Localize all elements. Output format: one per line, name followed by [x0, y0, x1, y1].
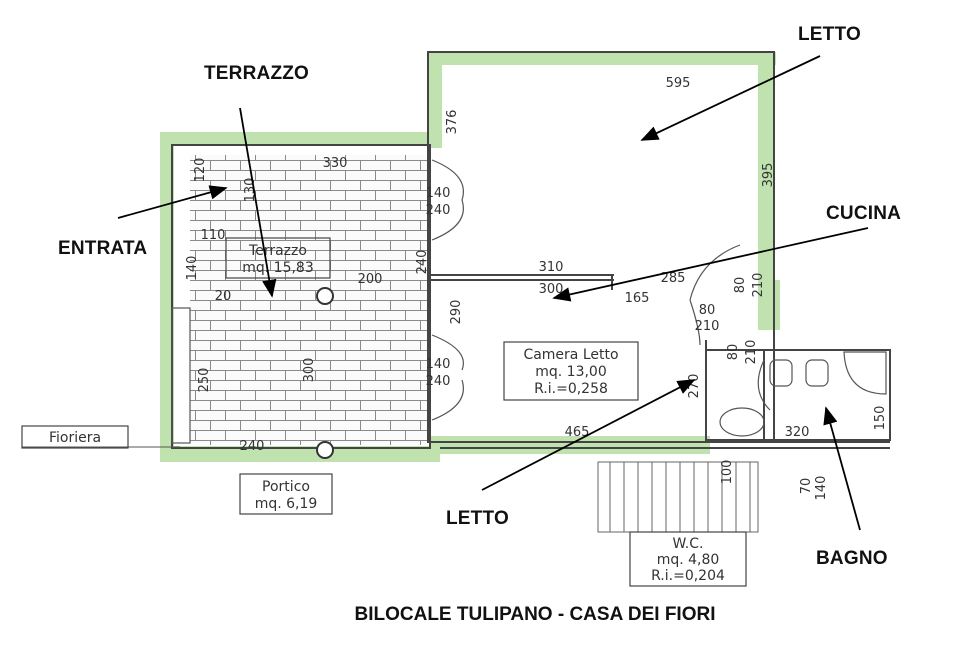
wc-box-line2: mq. 4,80 [657, 552, 720, 568]
dim-label: 240 [240, 439, 265, 454]
dim-label: 110 [201, 228, 226, 243]
portico-box-line2: mq. 6,19 [255, 496, 318, 512]
dim-label: 210 [695, 319, 720, 334]
dim-label: 270 [687, 374, 702, 399]
fioriera-box: Fioriera [21, 425, 129, 449]
portico-box-line1: Portico [262, 479, 310, 495]
dim-label: 80 [733, 277, 748, 294]
callout-entrata: ENTRATA [58, 238, 148, 259]
column [316, 441, 334, 459]
dim-label: 200 [358, 272, 383, 287]
dim-label: 240 [426, 203, 451, 218]
terrace-floor [190, 155, 430, 445]
fioriera-label: Fioriera [49, 430, 101, 446]
dim-label: 240 [415, 250, 430, 275]
bathroom-fixtures [719, 351, 887, 437]
column [316, 287, 334, 305]
callout-cucina: CUCINA [826, 203, 902, 224]
dim-label: 465 [565, 425, 590, 440]
dim-label: 80 [726, 344, 741, 361]
dim-label: 80 [699, 303, 716, 318]
camera-box-line3: R.i.=0,258 [534, 381, 608, 397]
dim-label: 210 [751, 273, 766, 298]
dim-label: 140 [814, 476, 829, 501]
dim-label: 140 [426, 186, 451, 201]
door-swings [431, 159, 771, 421]
dim-label: 240 [426, 374, 451, 389]
dim-label: 595 [666, 76, 691, 91]
callout-terrazzo: TERRAZZO [204, 63, 310, 84]
dim-label: 395 [761, 163, 776, 188]
terrazzo-box: Terrazzo mq. 15,83 [225, 237, 331, 279]
dim-label: 310 [539, 260, 564, 275]
dim-label: 300 [302, 358, 317, 383]
dim-label: 100 [720, 460, 735, 485]
planter [171, 307, 191, 444]
plan-title: BILOCALE TULIPANO - CASA DEI FIORI [354, 604, 716, 625]
dim-label: 285 [661, 271, 686, 286]
camera-box-line2: mq. 13,00 [535, 364, 607, 380]
dim-label: 20 [215, 289, 232, 304]
dim-label: 290 [449, 300, 464, 325]
dim-label: 165 [625, 291, 650, 306]
terrazzo-box-line2: mq. 15,83 [242, 260, 314, 276]
portico-box: Portico mq. 6,19 [239, 473, 333, 515]
callout-letto-bottom: LETTO [446, 508, 509, 529]
dim-label: 210 [744, 340, 759, 365]
walls [171, 51, 891, 449]
dim-label: 330 [323, 156, 348, 171]
callout-arrows [117, 55, 869, 531]
dim-label: 250 [197, 368, 212, 393]
dimension-labels: 595 376 395 330 120 130 140 240 110 140 … [185, 76, 888, 500]
terrazzo-box-line1: Terrazzo [248, 243, 307, 259]
callout-bagno: BAGNO [816, 548, 888, 569]
callout-letto-top: LETTO [798, 24, 861, 45]
dim-label: 140 [185, 256, 200, 281]
dim-label: 140 [426, 357, 451, 372]
dim-label: 300 [539, 282, 564, 297]
dim-label: 70 [799, 478, 814, 495]
dim-label: 376 [445, 110, 460, 135]
wc-box-line1: W.C. [673, 536, 704, 552]
camera-box: Camera Letto mq. 13,00 R.i.=0,258 [503, 341, 639, 401]
wc-box-line3: R.i.=0,204 [651, 568, 725, 584]
wc-box: W.C. mq. 4,80 R.i.=0,204 [629, 531, 747, 587]
dim-label: 150 [873, 406, 888, 431]
dim-label: 320 [785, 425, 810, 440]
dim-label: 120 [193, 158, 208, 183]
camera-box-line1: Camera Letto [523, 347, 618, 363]
